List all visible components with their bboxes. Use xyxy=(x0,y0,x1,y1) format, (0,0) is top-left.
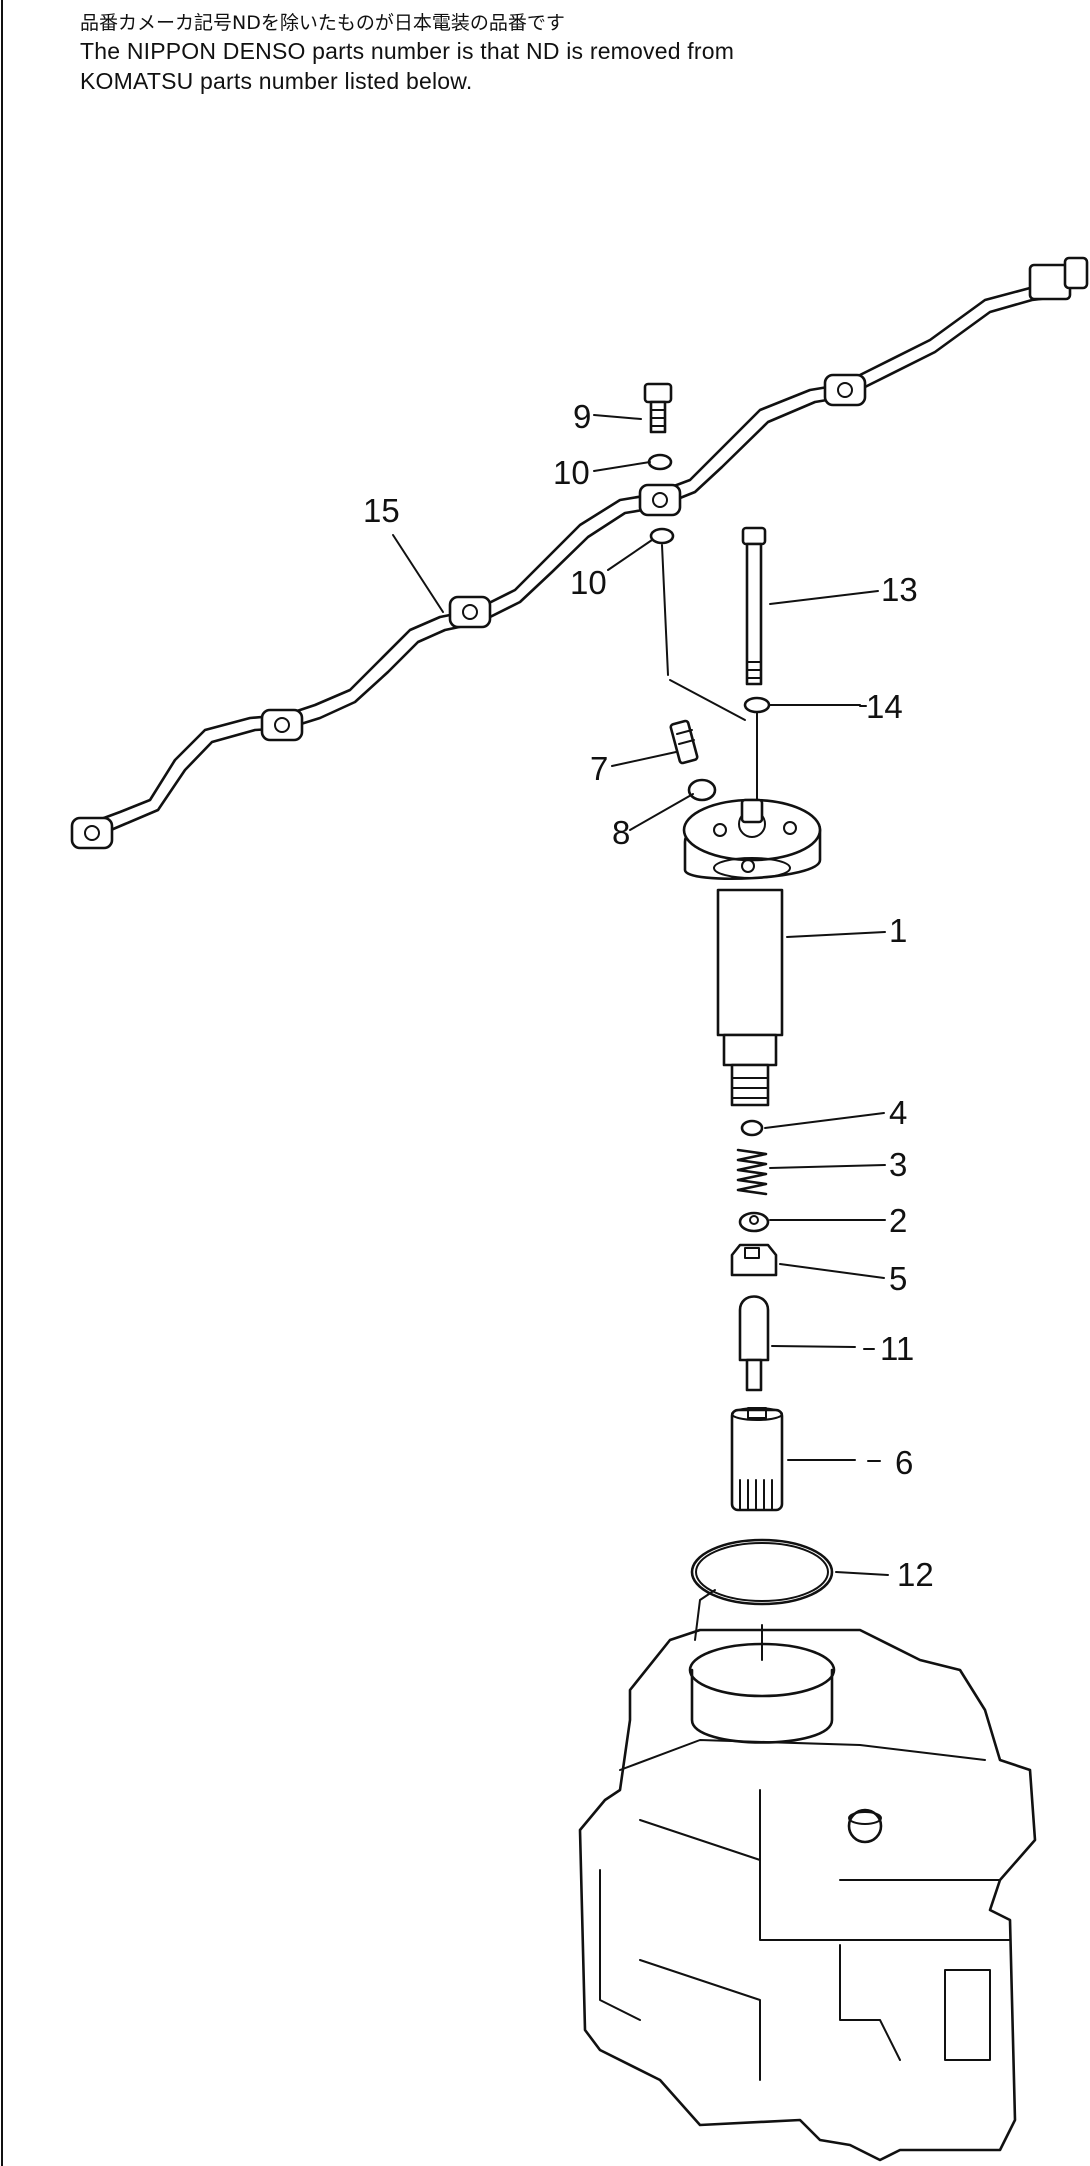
callout-15: 15 xyxy=(363,492,400,529)
washer-part-10 xyxy=(647,453,673,471)
banjo-fitting xyxy=(70,816,114,850)
screw-part-7 xyxy=(669,719,699,765)
callout-4: 4 xyxy=(889,1094,907,1131)
gasket-part-8 xyxy=(687,778,717,802)
spring-part-3 xyxy=(736,1148,768,1196)
banjo-fitting xyxy=(638,483,682,517)
washer-part-10 xyxy=(649,527,675,545)
banjo-fitting xyxy=(260,708,304,742)
leader-lines xyxy=(392,414,889,1576)
callout-9: 9 xyxy=(573,398,591,435)
callout-2: 2 xyxy=(889,1202,907,1239)
o-ring-part-12 xyxy=(690,1538,834,1606)
assembly-line xyxy=(669,679,746,721)
callout-1: 1 xyxy=(889,912,907,949)
callout-10-upper: 10 xyxy=(553,454,590,491)
banjo-fitting xyxy=(823,373,867,407)
cylinder-head xyxy=(578,1589,1037,2162)
callout-7: 7 xyxy=(590,750,608,787)
retaining-nut-part-6 xyxy=(730,1407,784,1512)
callout-13: 13 xyxy=(881,571,918,608)
banjo-fitting xyxy=(448,595,492,629)
note-english-line-1: The NIPPON DENSO parts number is that ND… xyxy=(80,38,735,64)
callout-12: 12 xyxy=(897,1556,934,1593)
callout-11: 11 xyxy=(880,1330,914,1367)
injector-holder-part-1 xyxy=(682,798,822,1107)
distance-piece-part-5 xyxy=(730,1243,778,1277)
diagram-note: 品番カメーカ記号NDを除いたものが日本電装の品番です The NIPPON DE… xyxy=(80,10,980,96)
callout-labels: 9 10 10 15 13 14 7 8 1 4 3 2 5 11 6 12 xyxy=(363,398,934,1593)
callout-10-lower: 10 xyxy=(570,564,607,601)
shim-part-4 xyxy=(740,1119,764,1137)
spring-seat-part-2 xyxy=(738,1211,770,1233)
callout-14: 14 xyxy=(866,688,903,725)
long-bolt-part-13 xyxy=(741,526,767,686)
note-english-line-2: KOMATSU parts number listed below. xyxy=(80,68,473,94)
bolt-part-9 xyxy=(643,382,673,434)
callout-8: 8 xyxy=(612,814,630,851)
washer-part-14 xyxy=(743,696,771,714)
assembly-line xyxy=(661,544,669,676)
callout-3: 3 xyxy=(889,1146,907,1183)
callout-5: 5 xyxy=(889,1260,907,1297)
note-japanese: 品番カメーカ記号NDを除いたものが日本電装の品番です xyxy=(80,12,565,34)
leak-off-pipe-part-15 xyxy=(70,256,1089,850)
callout-6: 6 xyxy=(895,1444,913,1481)
nozzle-part-11 xyxy=(738,1295,770,1392)
